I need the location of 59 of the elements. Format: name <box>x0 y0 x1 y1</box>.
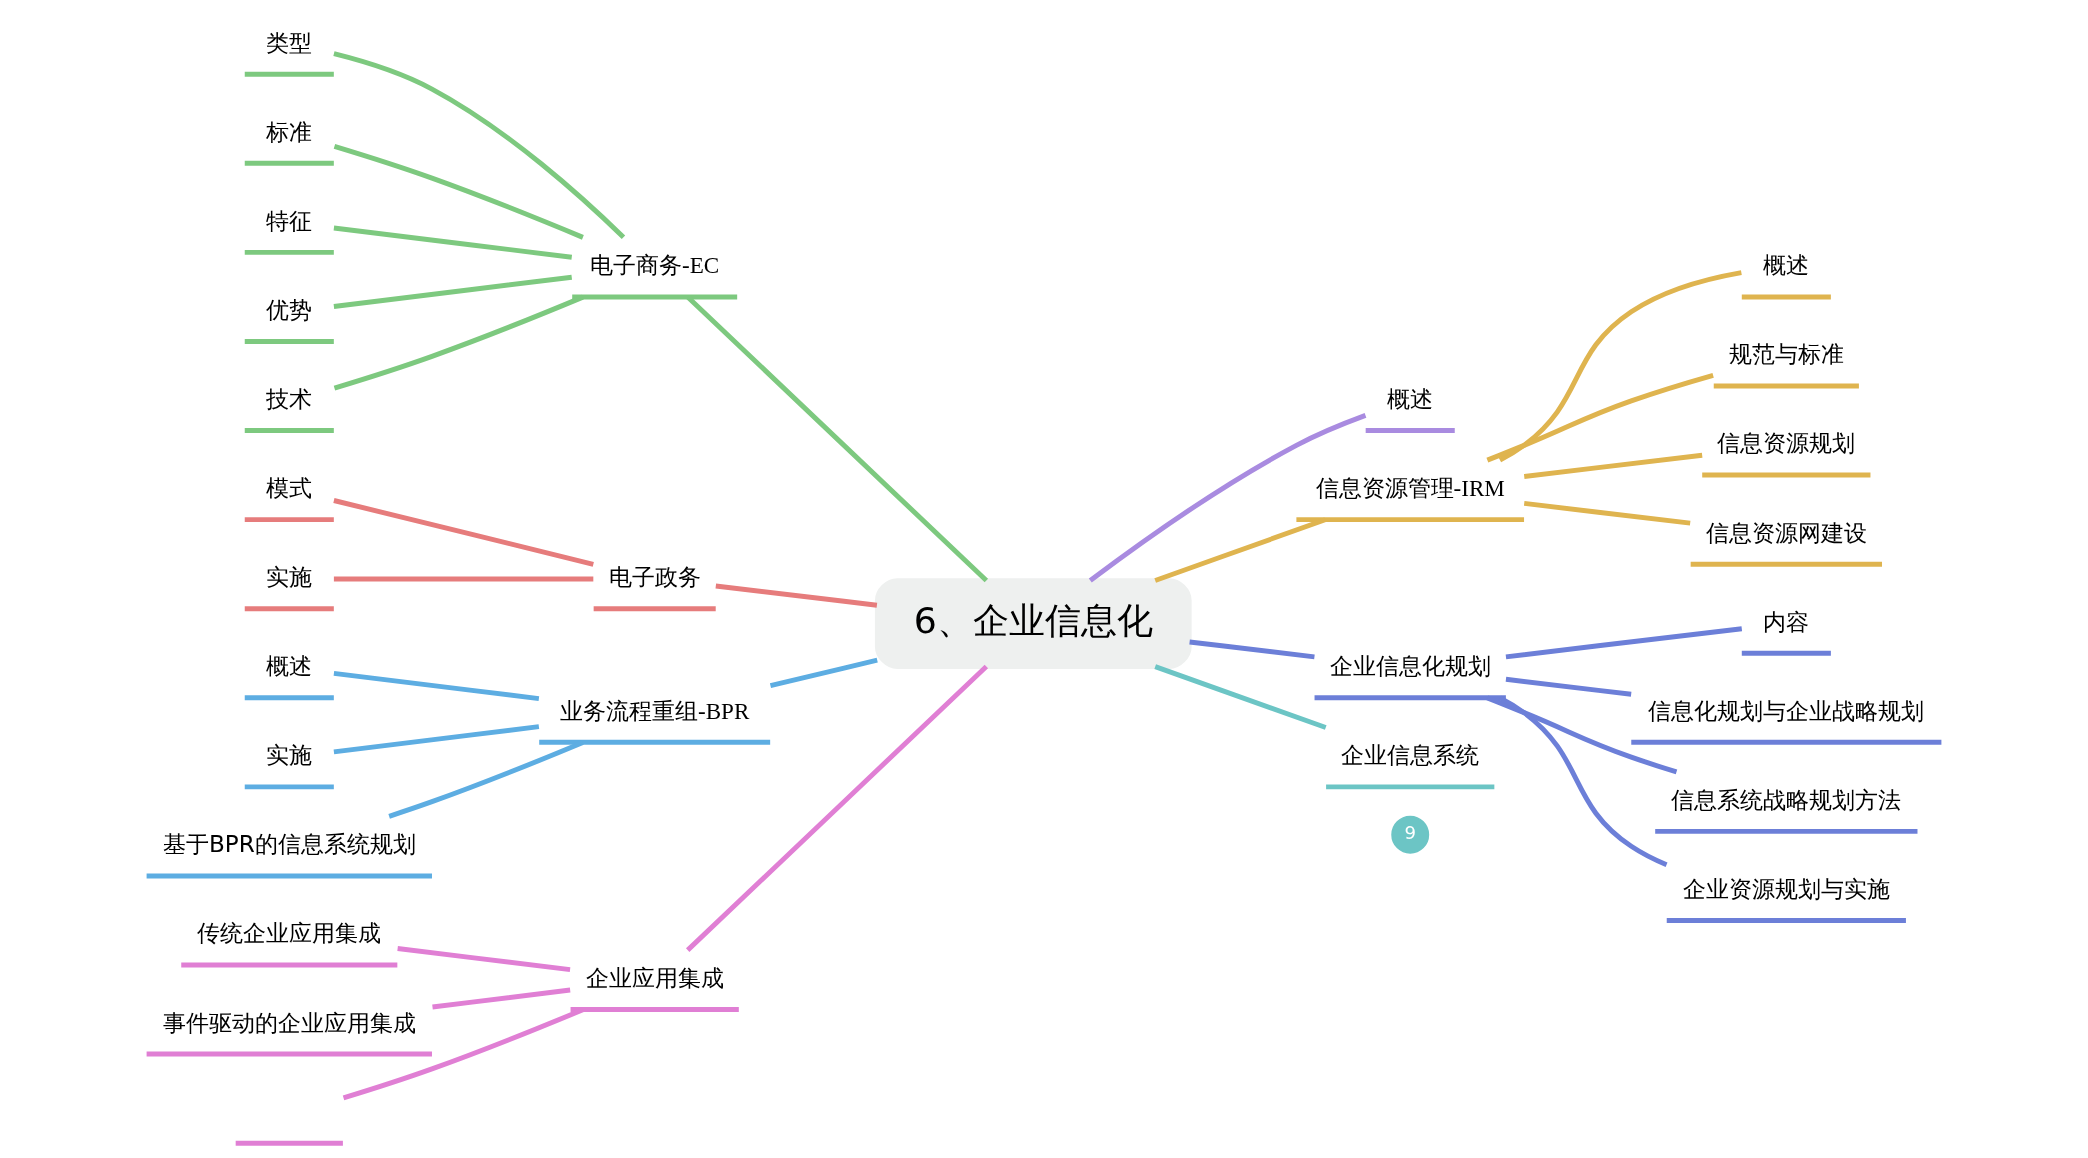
connector <box>333 225 573 260</box>
node-text: 规范与标准 <box>1728 341 1844 368</box>
connector <box>1523 500 1691 526</box>
connector <box>333 498 594 567</box>
node-text: 概述 <box>1763 252 1810 279</box>
node-text: 电子政务 <box>608 564 701 591</box>
node-text: 企业信息化规划 <box>1329 653 1491 680</box>
connector <box>333 670 540 702</box>
node-text: 类型 <box>266 29 313 56</box>
connector <box>333 724 540 755</box>
node-text: 业务流程重组-BPR <box>560 697 750 724</box>
connector <box>1486 372 1714 463</box>
connector <box>333 144 584 240</box>
connector <box>1505 676 1632 697</box>
node-text: 基于BPR的信息系统规划 <box>162 831 416 858</box>
node-text: 模式 <box>266 475 313 502</box>
node-text: 信息资源规划 <box>1717 430 1856 457</box>
connector <box>333 51 626 240</box>
node-text: 概述 <box>1387 385 1434 412</box>
node-text: 技术 <box>266 385 313 412</box>
node-bar <box>235 1140 343 1146</box>
node-text: 信息化规划与企业战略规划 <box>1648 697 1925 724</box>
connector <box>342 1007 584 1101</box>
connector <box>1505 626 1743 660</box>
connector <box>333 274 573 309</box>
connector <box>1189 639 1315 660</box>
node-text: 内容 <box>1763 608 1810 635</box>
node-label: 9 <box>1404 822 1416 844</box>
node-box: 6、企业信息化 <box>874 578 1192 669</box>
connector <box>1498 270 1742 463</box>
connector <box>686 664 989 952</box>
connector <box>333 576 594 582</box>
connector <box>715 583 878 608</box>
node-text: 标准 <box>266 118 313 145</box>
connector <box>432 987 571 1010</box>
node-text: 企业信息系统 <box>1341 742 1480 769</box>
node-text: 优势 <box>266 296 313 323</box>
node-text: 信息系统战略规划方法 <box>1671 786 1902 813</box>
connector <box>1154 517 1326 583</box>
node-text: 信息资源管理-IRM <box>1315 475 1505 502</box>
node-text: 企业资源规划与实施 <box>1682 875 1890 902</box>
node-text: 事件驱动的企业应用集成 <box>162 1009 416 1036</box>
connector <box>1088 413 1367 583</box>
connector <box>1498 695 1668 867</box>
connector <box>1154 664 1327 730</box>
node-text: 企业应用集成 <box>585 964 724 991</box>
node-text: 实施 <box>266 742 313 769</box>
node-text: 实施 <box>266 564 313 591</box>
node-text: 特征 <box>266 207 313 234</box>
connector <box>769 657 878 688</box>
node-text: 概述 <box>266 653 313 680</box>
node-text: 信息资源网建设 <box>1705 519 1867 546</box>
connector <box>397 946 571 973</box>
connector <box>333 294 584 391</box>
node-text: 传统企业应用集成 <box>197 920 382 947</box>
node-text: 电子商务-EC <box>590 252 720 279</box>
connector <box>1486 695 1678 775</box>
connector <box>1523 452 1703 479</box>
connector <box>388 740 584 819</box>
